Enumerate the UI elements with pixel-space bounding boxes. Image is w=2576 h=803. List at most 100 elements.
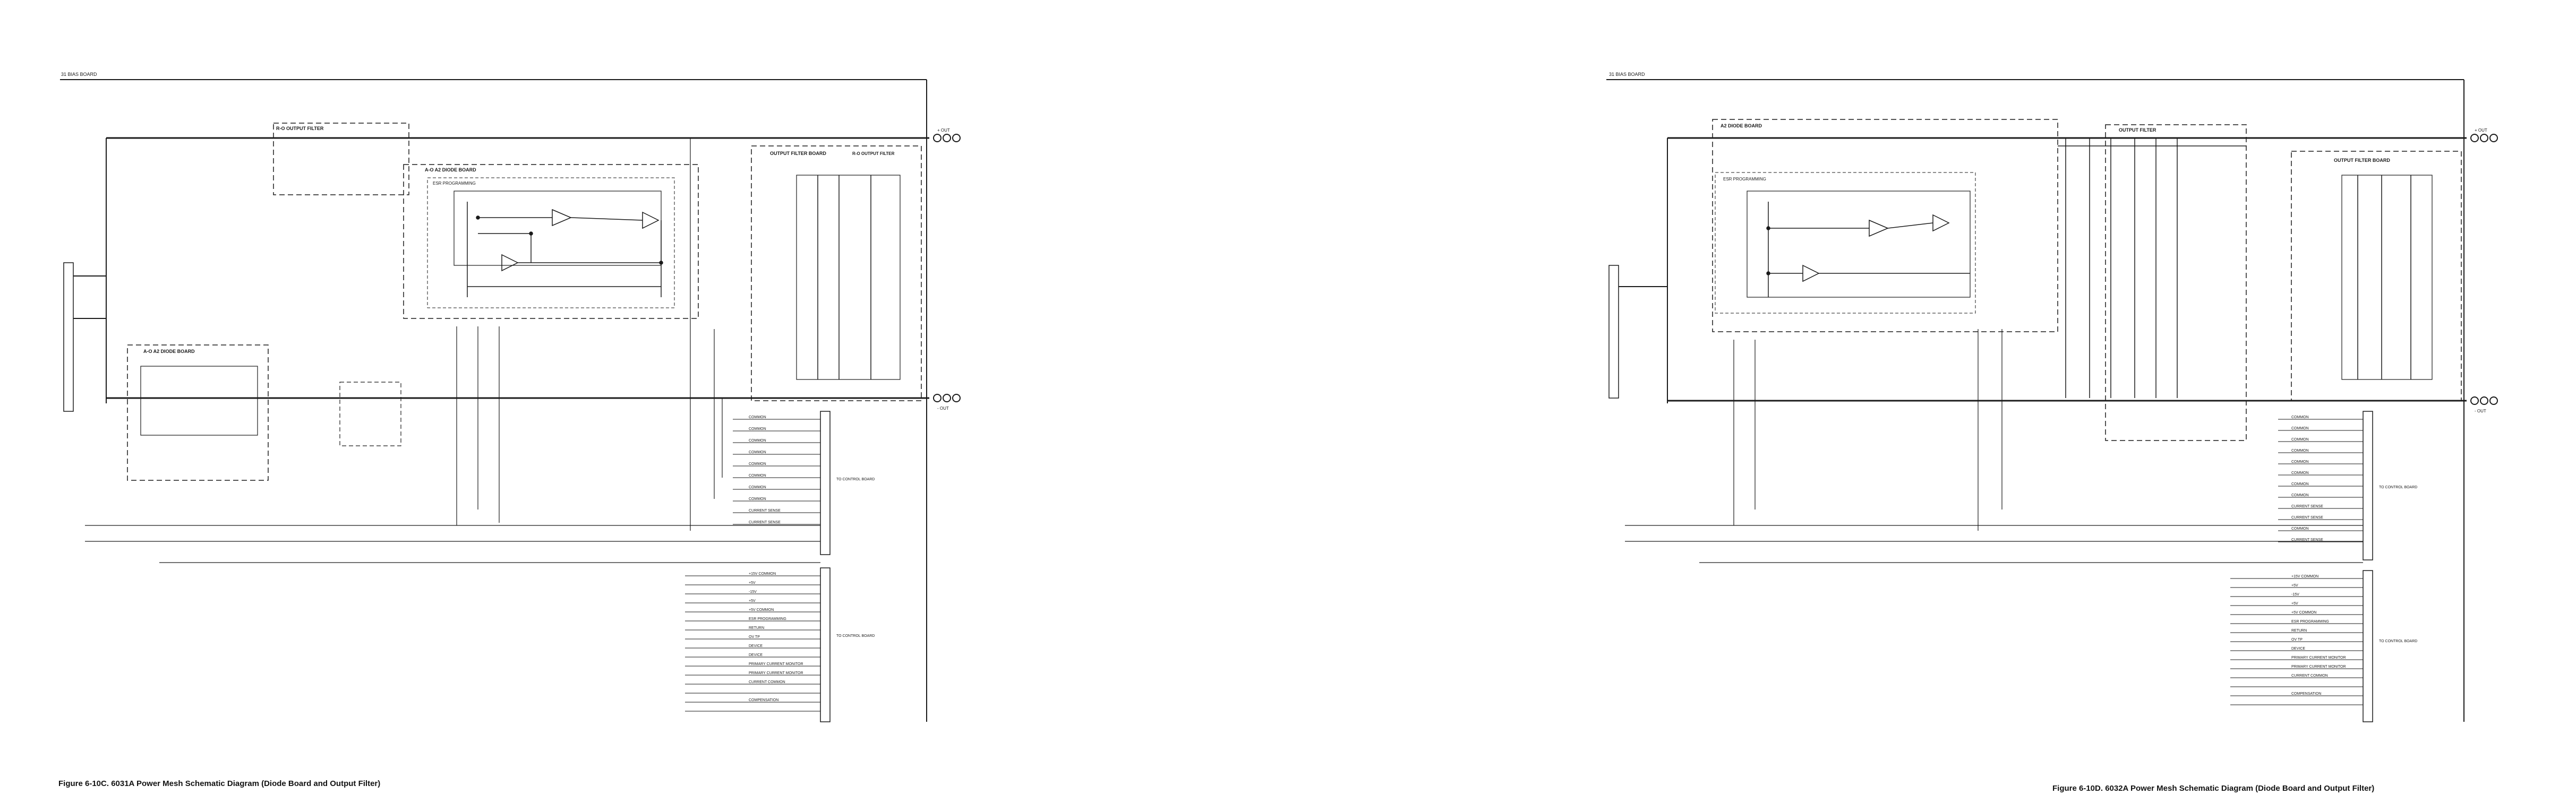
connector-row-label: DEVICE: [749, 653, 763, 657]
diode-board-label-2: A2 DIODE BOARD: [1721, 123, 1762, 128]
diode-board-lower-label: A-O A2 DIODE BOARD: [143, 349, 195, 354]
connector-row-label: +5V: [749, 599, 756, 603]
connector-row-label: PRIMARY CURRENT MONITOR: [749, 662, 803, 666]
connector-row-label: CURRENT SENSE: [2291, 516, 2323, 520]
connector-rows-upper-2: COMMON COMMON COMMON COMMON COMMON COMMON COMM…: [2278, 416, 2363, 542]
ov-board-label: TO CONTROL BOARD: [836, 634, 875, 638]
connector-row-label: +15V COMMON: [2291, 575, 2318, 578]
connector-row-label: DEVICE: [2291, 647, 2305, 651]
connector-row-label: +5V: [2291, 584, 2298, 588]
output-terminals-6031a: [933, 134, 961, 402]
figure-caption-6032a: Figure 6-10D. 6032A Power Mesh Schematic…: [2052, 784, 2375, 793]
filter-capacitors: [2065, 138, 2178, 398]
connector-row-label: COMMON: [2291, 494, 2309, 497]
figure-caption-6031a: Figure 6-10C. 6031A Power Mesh Schematic…: [58, 779, 381, 788]
control-board-label-2: TO CONTROL BOARD: [2379, 486, 2417, 489]
connector-row-label: DEVICE: [749, 644, 763, 648]
connector-row-label: COMMON: [749, 427, 766, 431]
from-board-label: 31 BIAS BOARD: [61, 72, 97, 77]
diode-board-box-2: [1712, 119, 2058, 332]
neg-out-label: - OUT: [937, 406, 949, 411]
connector-row-label: COMMON: [2291, 527, 2309, 531]
output-filter-label-2: OUTPUT FILTER: [2119, 127, 2156, 133]
output-filter-board-box: [751, 145, 922, 401]
connector-row-label: COMMON: [749, 474, 766, 478]
connector-row-label: CURRENT COMMON: [749, 680, 785, 684]
output-terminals-6032a: [2470, 134, 2498, 405]
programming-circuit: [453, 191, 663, 297]
connector-row-label: RETURN: [749, 626, 764, 630]
from-board-label-2: 31 BIAS BOARD: [1609, 72, 1645, 77]
connector-row-label: -15V: [2291, 593, 2299, 597]
output-filter-inner-box-2: [2341, 175, 2433, 380]
connector-row-label: COMMON: [749, 486, 766, 489]
connector-row-label: CURRENT SENSE: [2291, 538, 2323, 542]
output-filter-board-box-2: [2291, 151, 2462, 401]
inductor-box: [339, 382, 401, 446]
control-board-label: TO CONTROL BOARD: [836, 478, 875, 481]
input-connector-left: [63, 262, 74, 412]
output-filter-label: R-O OUTPUT FILTER: [276, 126, 324, 131]
output-filter-box-2: [2105, 124, 2247, 441]
connector-row-label: CURRENT SENSE: [749, 521, 781, 524]
connector-row-label: +5V: [749, 581, 756, 585]
schematic-6031a: 31 BIAS BOARD R-O OUTPUT FILTER A-O A2 D…: [60, 72, 961, 722]
control-connector-lower-2: [2363, 570, 2373, 722]
connector-row-label: COMMON: [2291, 416, 2309, 419]
diode-board-lower-inner: [140, 366, 258, 436]
connector-row-label: COMMON: [2291, 460, 2309, 464]
diode-board-upper-box: [403, 164, 699, 319]
connector-row-label: ESR PROGRAMMING: [2291, 620, 2329, 624]
connector-row-label: +5V COMMON: [749, 608, 774, 612]
programming-circuit-2: [1747, 191, 1971, 298]
esr-programming-label-2: ESR PROGRAMMING: [1723, 177, 1766, 182]
output-filter-inner-box: [796, 175, 901, 380]
output-filter-box: [273, 123, 409, 195]
esr-programming-box-2: [1715, 172, 1976, 314]
pos-out-label-2: + OUT: [2475, 128, 2487, 133]
output-filter-board-label: OUTPUT FILTER BOARD: [770, 151, 826, 156]
control-connector-lower: [820, 567, 831, 722]
diode-board-upper-label: A-O A2 DIODE BOARD: [425, 167, 476, 172]
signal-wires: [85, 138, 820, 563]
diode-board-lower-box: [127, 344, 269, 481]
connector-row-label: CURRENT COMMON: [2291, 674, 2328, 678]
connector-row-label: +15V COMMON: [749, 572, 776, 576]
connector-row-label: COMMON: [749, 416, 766, 419]
signal-wires-2: [1625, 329, 2363, 563]
connector-row-label: OV TP: [749, 635, 760, 639]
connector-row-label: COMMON: [2291, 438, 2309, 442]
output-filter-right-label: R-O OUTPUT FILTER: [852, 151, 895, 156]
connector-row-label: COMMON: [2291, 427, 2309, 430]
input-connector-left-2: [1608, 265, 1619, 399]
control-connector-upper-2: [2363, 411, 2373, 560]
neg-out-label-2: - OUT: [2475, 409, 2486, 413]
pos-out-label: + OUT: [937, 128, 950, 133]
esr-programming-label: ESR PROGRAMMING: [433, 181, 476, 186]
connector-row-label: +5V COMMON: [2291, 611, 2316, 615]
connector-row-label: COMMON: [749, 497, 766, 501]
schematic-6032a: 31 BIAS BOARD A2 DIODE BOARD ESR PROGRAM…: [1606, 72, 2498, 722]
connector-row-label: PRIMARY CURRENT MONITOR: [2291, 656, 2346, 660]
connector-row-label: PRIMARY CURRENT MONITOR: [2291, 665, 2346, 669]
esr-programming-box: [427, 177, 675, 308]
control-connector-upper: [820, 411, 831, 555]
connector-row-label: COMMON: [2291, 471, 2309, 475]
connector-row-label: +5V: [2291, 602, 2298, 606]
connector-row-label: COMPENSATION: [2291, 692, 2321, 696]
ov-board-label-2: TO CONTROL BOARD: [2379, 640, 2417, 643]
connector-row-label: PRIMARY CURRENT MONITOR: [749, 671, 803, 675]
connector-row-label: OV TP: [2291, 638, 2303, 642]
connector-row-label: COMMON: [2291, 449, 2309, 453]
connector-row-label: RETURN: [2291, 629, 2307, 633]
connector-row-label: COMMON: [749, 451, 766, 454]
connector-rows-lower-2: +15V COMMON +5V -15V +5V +5V COMMON ESR PROGR…: [2230, 575, 2363, 705]
connector-row-label: COMMON: [2291, 482, 2309, 486]
connector-row-label: COMMON: [749, 439, 766, 443]
connector-row-label: -15V: [749, 590, 757, 594]
connector-row-label: COMMON: [749, 462, 766, 466]
connector-row-label: CURRENT SENSE: [749, 509, 781, 513]
connector-row-label: CURRENT SENSE: [2291, 505, 2323, 508]
connector-row-label: COMPENSATION: [749, 698, 778, 702]
